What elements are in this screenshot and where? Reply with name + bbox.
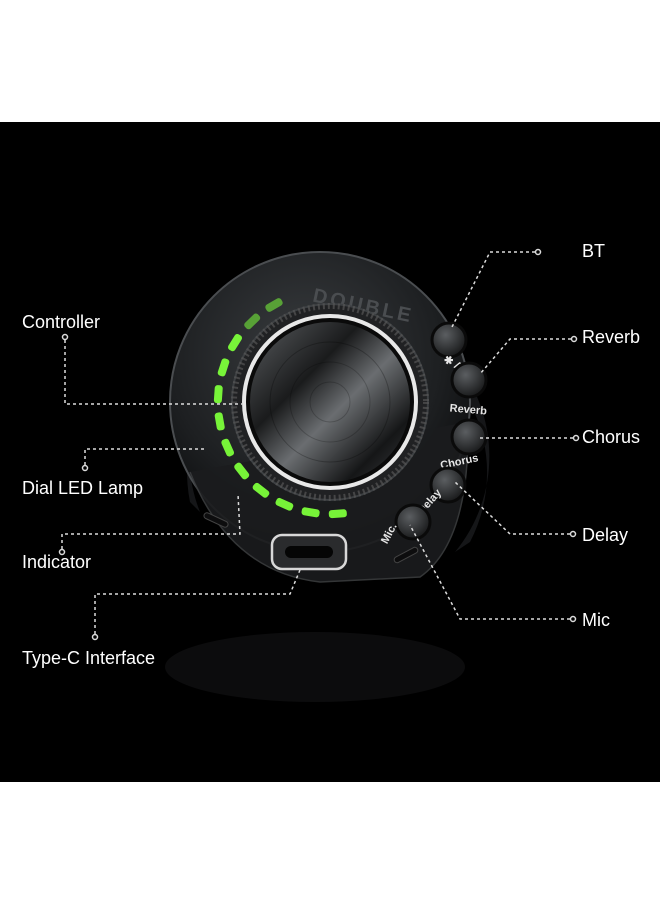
label-reverb: Reverb bbox=[582, 327, 641, 347]
led-segment bbox=[221, 438, 235, 457]
dial-led-lamp bbox=[213, 298, 347, 519]
led-segment bbox=[252, 482, 270, 498]
chorus-button[interactable] bbox=[450, 418, 488, 456]
label-bt: BT bbox=[582, 241, 606, 261]
mic-button[interactable] bbox=[394, 503, 432, 541]
indicator-slot-left bbox=[203, 512, 229, 528]
bt-button[interactable] bbox=[430, 321, 468, 359]
delay-button[interactable] bbox=[429, 466, 467, 504]
led-segment bbox=[275, 497, 294, 511]
label-delay: Delay bbox=[582, 525, 629, 545]
led-segment bbox=[301, 507, 320, 518]
led-segment bbox=[213, 385, 223, 404]
reverb-button[interactable] bbox=[450, 361, 488, 399]
led-segment bbox=[265, 298, 283, 312]
label-chorus: Chorus bbox=[582, 427, 641, 447]
type-c-port[interactable] bbox=[285, 546, 333, 558]
led-segment bbox=[244, 313, 261, 330]
led-segment bbox=[214, 412, 225, 431]
led-segment bbox=[234, 462, 250, 480]
led-segment bbox=[227, 333, 243, 352]
indicator-slot-right bbox=[393, 546, 419, 564]
led-segment bbox=[328, 509, 347, 519]
reverb-button-caption: Reverb bbox=[449, 402, 487, 417]
callout-dots bbox=[58, 248, 580, 641]
label-mic: Mic bbox=[582, 610, 610, 630]
label-indicator: Indicator bbox=[22, 552, 92, 572]
label-controller: Controller bbox=[22, 312, 101, 332]
label-type-c-interface: Type-C Interface bbox=[22, 648, 156, 668]
device-illustration: DOUBLE ✱ AUXReverbChorusDelayMic. bbox=[58, 248, 580, 702]
reflection-shadow bbox=[165, 632, 465, 702]
led-segment bbox=[217, 358, 230, 377]
callout-lines bbox=[61, 251, 573, 634]
label-dial-led-lamp: Dial LED Lamp bbox=[22, 478, 144, 498]
controller-knob[interactable] bbox=[250, 322, 410, 482]
product-image: DOUBLE ✱ AUXReverbChorusDelayMic. bbox=[0, 122, 660, 782]
